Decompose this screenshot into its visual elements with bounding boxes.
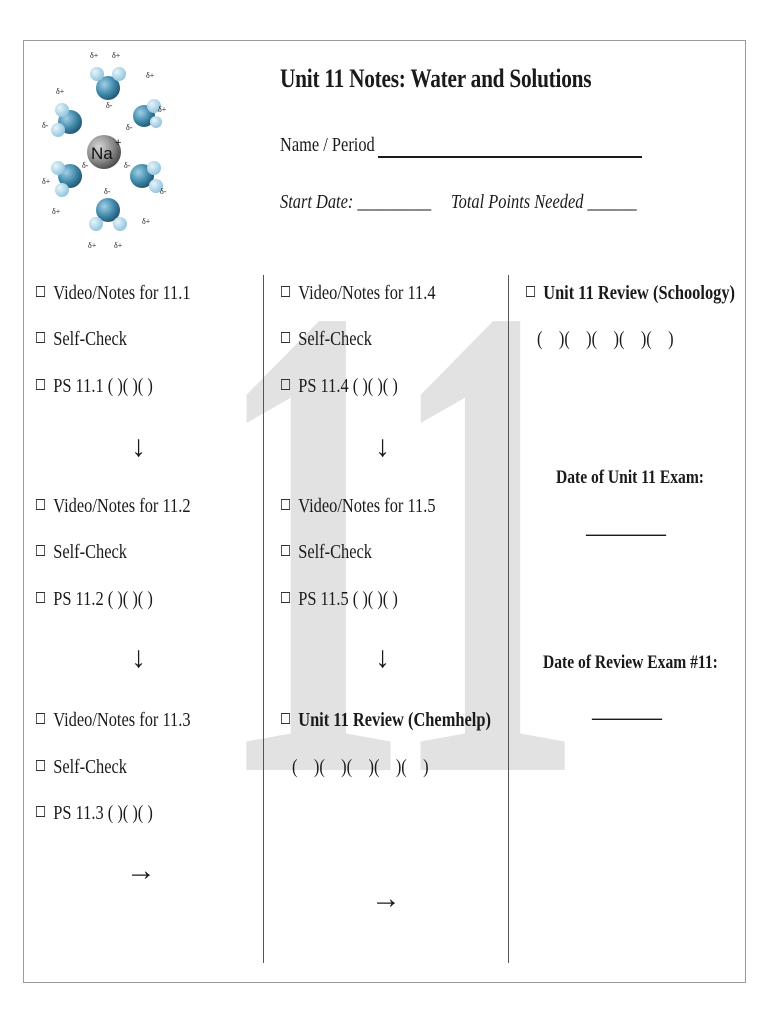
checklist-item[interactable]: Video/Notes for 11.4 xyxy=(281,282,436,305)
checkbox-icon[interactable] xyxy=(36,592,46,603)
checkbox-icon[interactable] xyxy=(36,286,46,297)
unit-exam-date-label: Date of Unit 11 Exam: xyxy=(556,467,704,488)
svg-text:δ+: δ+ xyxy=(114,241,123,250)
checkbox-icon[interactable] xyxy=(36,379,46,390)
svg-text:δ+: δ+ xyxy=(112,51,121,60)
column-divider-right xyxy=(508,275,509,963)
checklist-item[interactable]: Self-Check xyxy=(36,756,127,779)
arrow-down-icon: ↓ xyxy=(375,641,390,674)
checklist-item[interactable]: PS 11.5 ( )( )( ) xyxy=(281,588,398,611)
start-date-line: Start Date: _________ xyxy=(280,191,432,213)
checklist-item[interactable]: PS 11.4 ( )( )( ) xyxy=(281,375,398,398)
checklist-item[interactable]: Video/Notes for 11.3 xyxy=(36,709,191,732)
checkbox-icon[interactable] xyxy=(36,760,46,771)
checkbox-icon[interactable] xyxy=(281,545,291,556)
unit-exam-date-blank[interactable]: ________ xyxy=(586,516,666,538)
svg-text:δ-: δ- xyxy=(82,161,89,170)
checkbox-icon[interactable] xyxy=(281,332,291,343)
schoology-review-item[interactable]: Unit 11 Review (Schoology) xyxy=(526,282,735,305)
checklist-item[interactable]: Self-Check xyxy=(281,541,372,564)
checklist-item[interactable]: Self-Check xyxy=(281,328,372,351)
checklist-item[interactable]: Self-Check xyxy=(36,541,127,564)
checklist-item[interactable]: Video/Notes for 11.2 xyxy=(36,495,191,518)
svg-text:δ+: δ+ xyxy=(56,87,65,96)
svg-text:δ+: δ+ xyxy=(158,105,167,114)
name-period-blank[interactable] xyxy=(378,156,642,158)
checklist-item[interactable]: PS 11.1 ( )( )( ) xyxy=(36,375,153,398)
svg-text:δ-: δ- xyxy=(104,187,111,196)
arrow-down-icon: ↓ xyxy=(375,430,390,463)
svg-text:δ+: δ+ xyxy=(142,217,151,226)
checkbox-icon[interactable] xyxy=(36,545,46,556)
schoology-review-scores[interactable]: ( )( )( )( )( ) xyxy=(537,328,674,350)
checklist-item[interactable]: PS 11.2 ( )( )( ) xyxy=(36,588,153,611)
svg-text:δ-: δ- xyxy=(160,187,167,196)
svg-text:δ+: δ+ xyxy=(42,177,51,186)
checklist-item[interactable]: Video/Notes for 11.5 xyxy=(281,495,436,518)
sodium-charge: + xyxy=(115,137,121,149)
checklist-item[interactable]: Video/Notes for 11.1 xyxy=(36,282,191,305)
checklist-item[interactable]: Self-Check xyxy=(36,328,127,351)
checkbox-icon[interactable] xyxy=(36,806,46,817)
checkbox-icon[interactable] xyxy=(36,332,46,343)
sodium-label: Na xyxy=(91,144,113,163)
arrow-down-icon: ↓ xyxy=(131,641,146,674)
svg-text:δ+: δ+ xyxy=(88,241,97,250)
arrow-right-icon: → xyxy=(371,882,401,915)
checkbox-icon[interactable] xyxy=(281,592,291,603)
chemhelp-review-item[interactable]: Unit 11 Review (Chemhelp) xyxy=(281,709,491,732)
worksheet-page xyxy=(23,40,746,983)
checkbox-icon[interactable] xyxy=(36,713,46,724)
column-divider-left xyxy=(263,275,264,963)
checkbox-icon[interactable] xyxy=(281,499,291,510)
review-exam-date-blank[interactable]: _______ xyxy=(592,700,662,722)
checkbox-icon[interactable] xyxy=(281,379,291,390)
svg-text:δ-: δ- xyxy=(124,161,131,170)
page-title: Unit 11 Notes: Water and Solutions xyxy=(280,64,592,93)
checkbox-icon[interactable] xyxy=(526,286,536,297)
name-period-label: Name / Period xyxy=(280,134,375,156)
svg-text:δ-: δ- xyxy=(42,121,49,130)
checkbox-icon[interactable] xyxy=(281,286,291,297)
checkbox-icon[interactable] xyxy=(36,499,46,510)
sodium-hydration-illustration: Na + δ+ δ+ δ- δ+ δ- δ+ δ- δ+ δ+ δ- δ+ δ-… xyxy=(42,51,167,250)
arrow-down-icon: ↓ xyxy=(131,430,146,463)
svg-text:δ-: δ- xyxy=(126,123,133,132)
checkbox-icon[interactable] xyxy=(281,713,291,724)
svg-text:δ+: δ+ xyxy=(146,71,155,80)
chemhelp-review-scores[interactable]: ( )( )( )( )( ) xyxy=(292,756,429,778)
total-points-line: Total Points Needed ______ xyxy=(451,191,637,213)
checklist-item[interactable]: PS 11.3 ( )( )( ) xyxy=(36,802,153,825)
review-exam-date-label: Date of Review Exam #11: xyxy=(543,652,718,673)
svg-text:δ+: δ+ xyxy=(52,207,61,216)
svg-text:δ-: δ- xyxy=(106,101,113,110)
arrow-right-icon: → xyxy=(126,854,156,887)
svg-text:δ+: δ+ xyxy=(90,51,99,60)
